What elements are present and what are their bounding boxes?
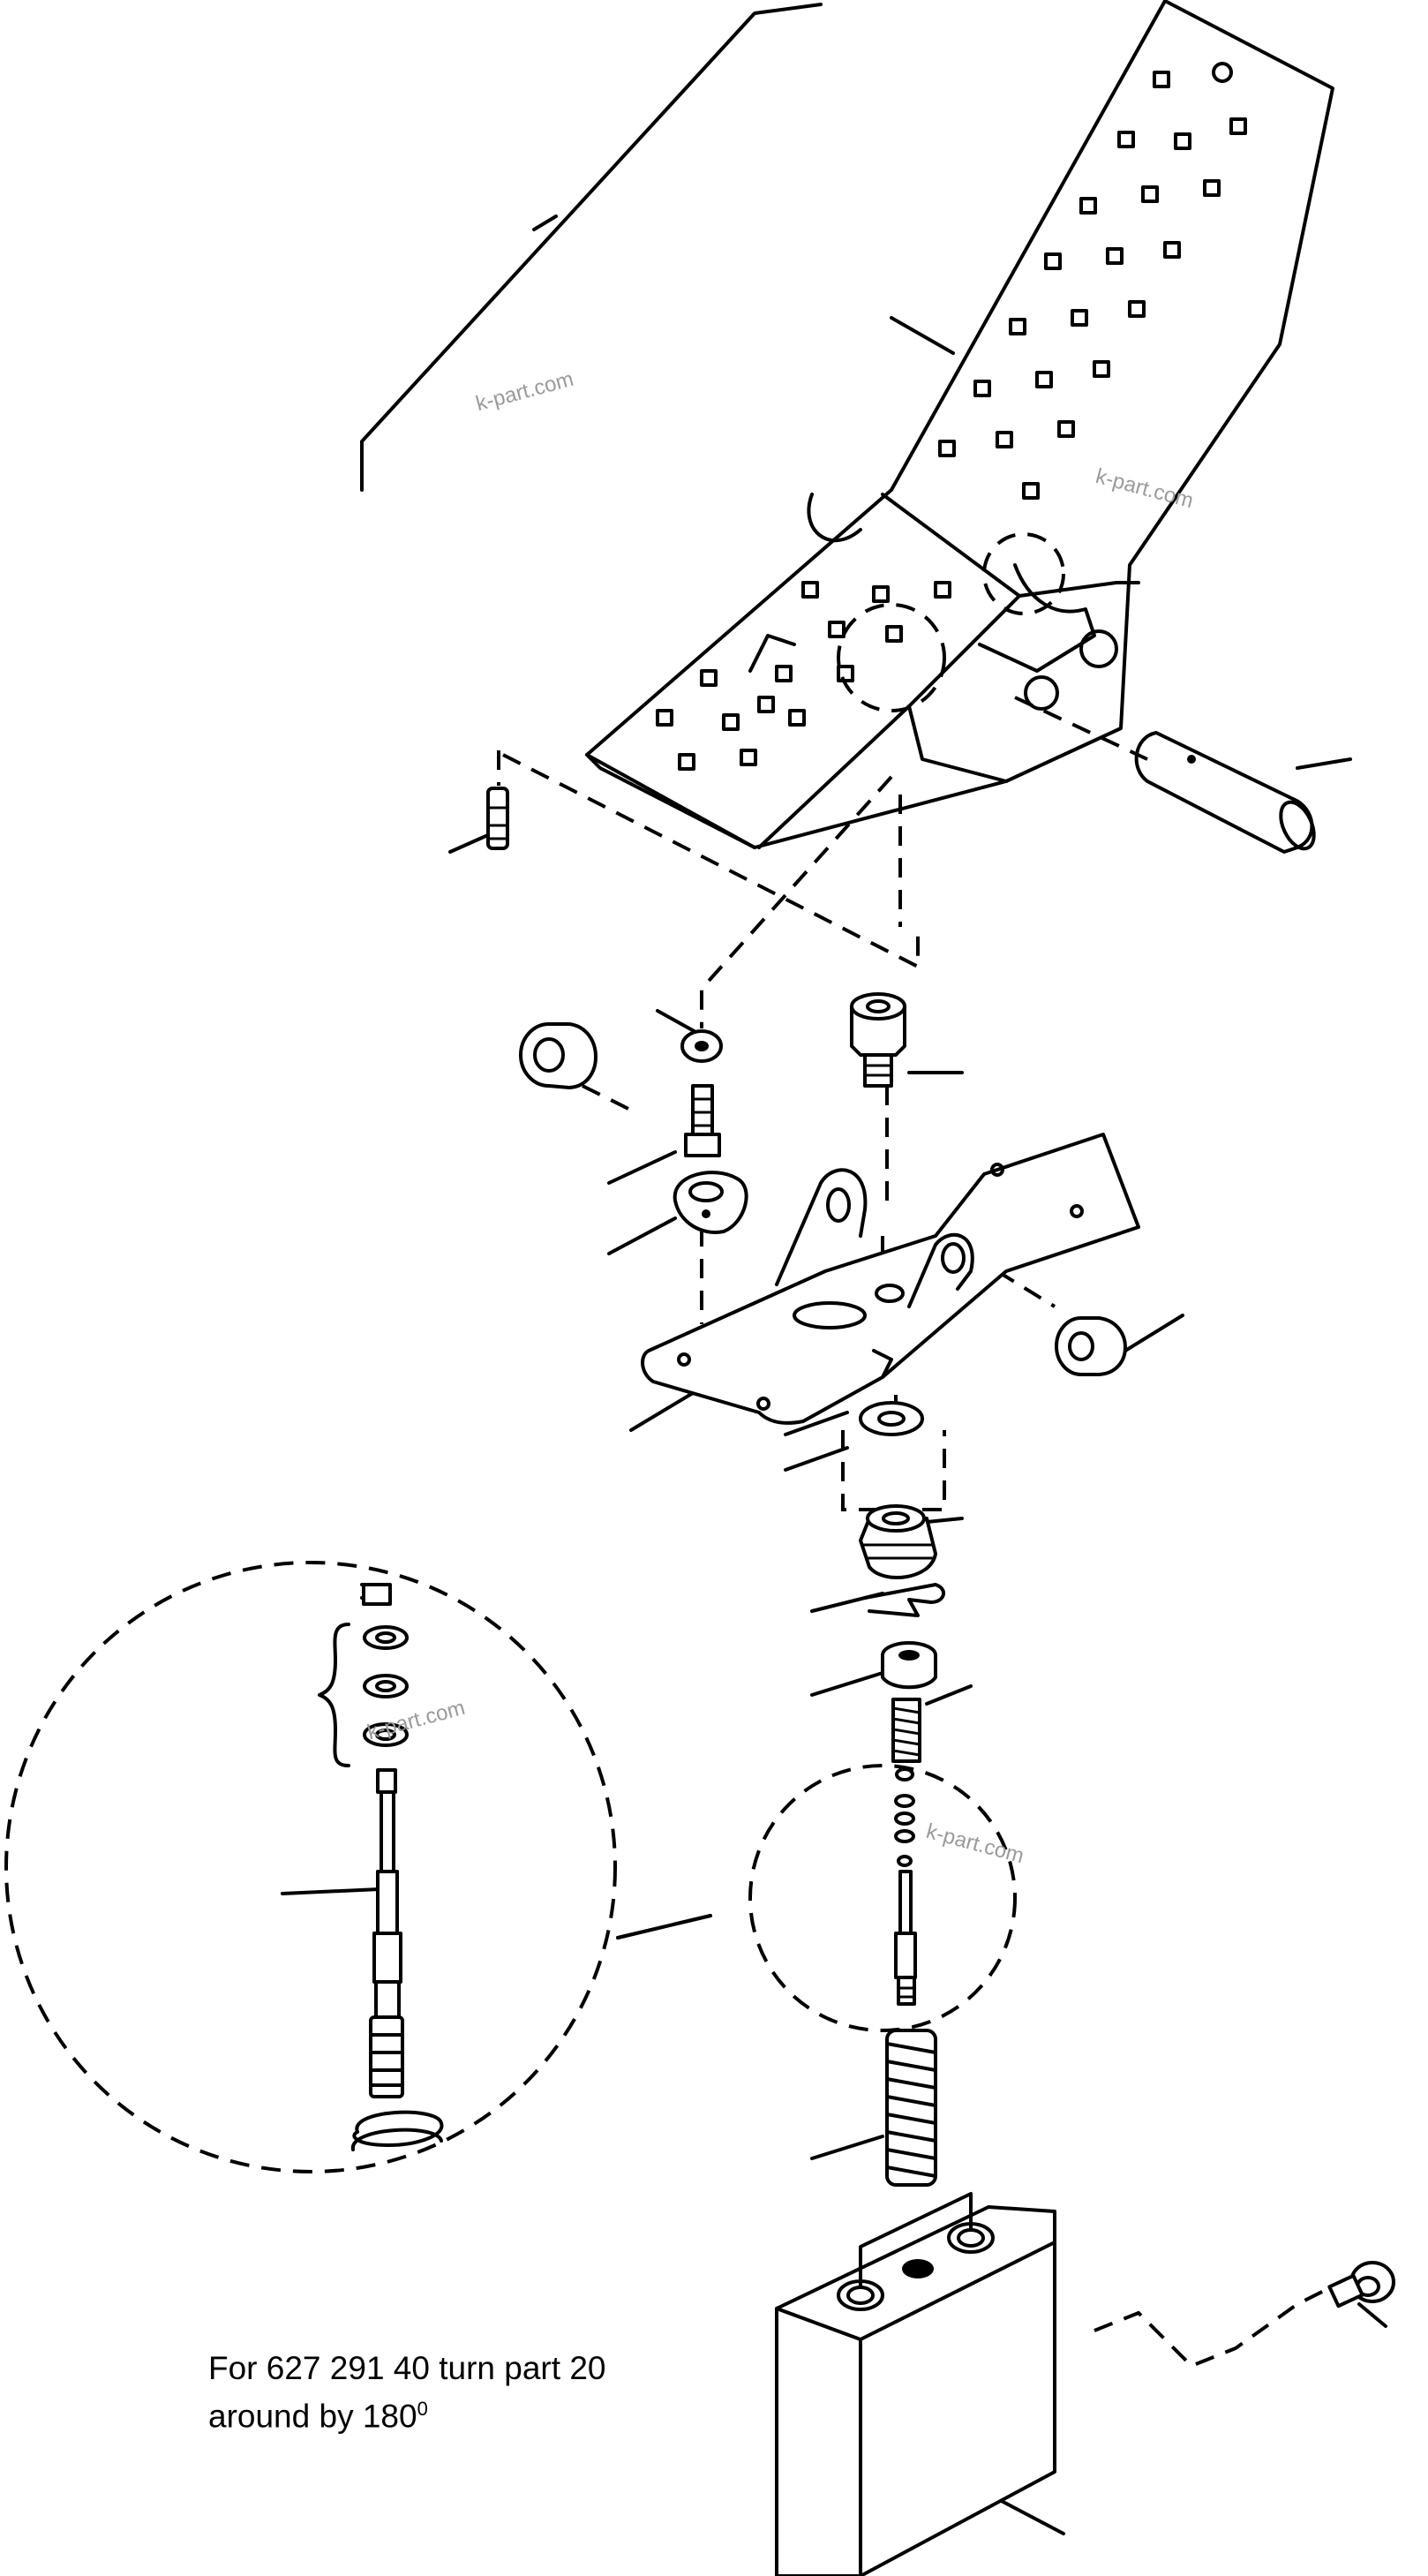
note-degree-mark: 0 <box>417 2398 428 2420</box>
plug-screw <box>1327 2261 1395 2309</box>
detail-circle-small <box>748 1764 1017 2032</box>
assembly-note: For 627 291 40 turn part 20 around by 18… <box>208 2348 605 2437</box>
note-line-1: For 627 291 40 turn part 20 <box>208 2350 606 2386</box>
pedal-plate <box>585 0 1334 849</box>
pressure-piece <box>673 1171 748 1234</box>
circlip <box>863 1583 945 1617</box>
note-line-2: around by 1800 <box>208 2389 605 2437</box>
pivot-pin <box>1014 696 1316 854</box>
bushing-right <box>1055 1316 1127 1376</box>
spring-seat <box>881 1641 937 1690</box>
assembly-guide-lines <box>582 775 1351 2369</box>
note-line-2-text: around by 180 <box>208 2398 417 2435</box>
piston-head <box>859 1504 937 1579</box>
callout-leaders <box>281 3 1387 2535</box>
detail-circle-large <box>4 1561 617 2173</box>
pedal-anti-slip-holes <box>656 62 1247 771</box>
plunger-small <box>894 1870 917 2006</box>
mounting-bracket <box>641 1133 1140 1425</box>
main-spring <box>885 2029 937 2187</box>
valve-housing-block <box>775 2192 1056 2576</box>
nut <box>680 1029 723 1063</box>
small-spring <box>891 1698 921 1763</box>
bushing-left <box>519 1022 598 1089</box>
cap-screw <box>850 992 906 1088</box>
o-rings-small <box>894 1767 915 1867</box>
adjusting-screw <box>684 1084 721 1157</box>
set-pin <box>486 750 920 970</box>
washer <box>859 1401 924 1436</box>
detail-view-large <box>4 1561 712 2173</box>
